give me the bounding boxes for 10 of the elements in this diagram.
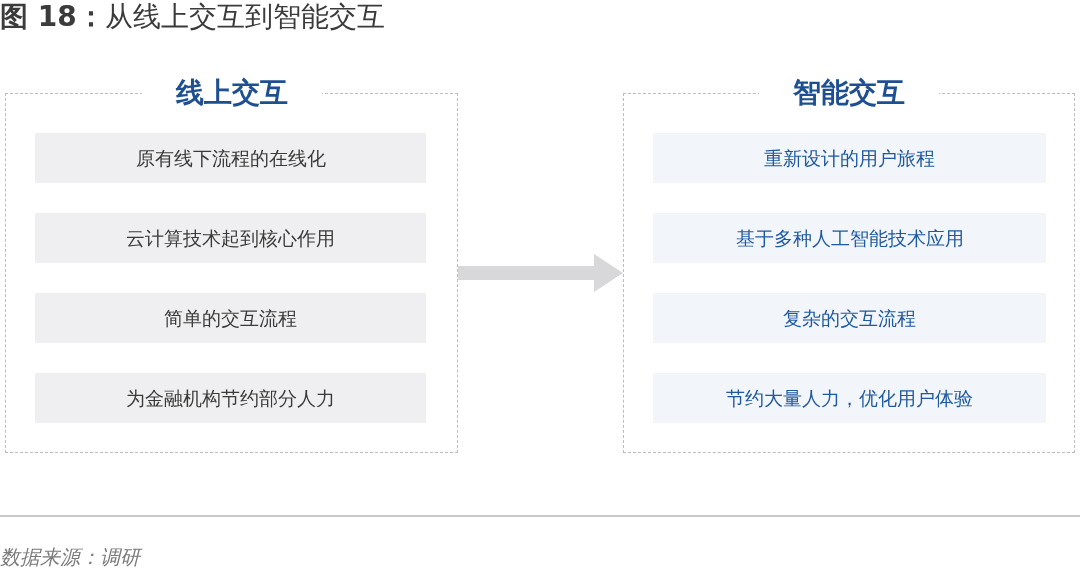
feature-item: 为金融机构节约部分人力 [35,373,426,423]
feature-item: 复杂的交互流程 [653,293,1046,343]
figure-title: 图 18：从线上交互到智能交互 [0,0,385,34]
feature-item: 节约大量人力，优化用户体验 [653,373,1046,423]
arrow [458,254,623,292]
feature-item: 重新设计的用户旅程 [653,133,1046,183]
feature-item: 简单的交互流程 [35,293,426,343]
feature-item: 基于多种人工智能技术应用 [653,213,1046,263]
feature-item: 云计算技术起到核心作用 [35,213,426,263]
feature-item: 原有线下流程的在线化 [35,133,426,183]
